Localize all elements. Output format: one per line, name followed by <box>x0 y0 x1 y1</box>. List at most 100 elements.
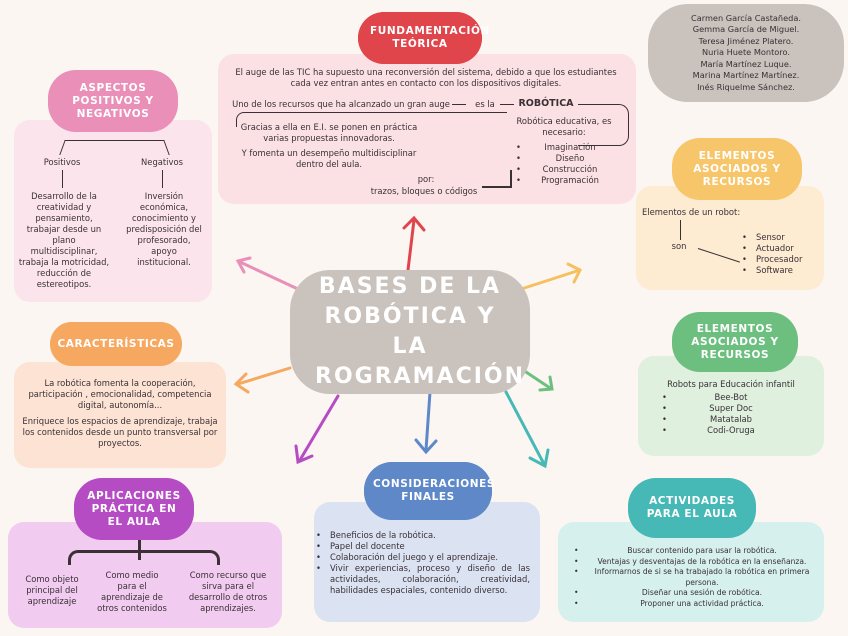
arrowhead-actividades <box>528 448 550 469</box>
fundamentacion-trazos: trazos, bloques o códigos <box>370 186 478 196</box>
elementos1-title-cloud: ELEMENTOS ASOCIADOS Y RECURSOS <box>672 138 802 200</box>
caracteristicas-title-cloud: CARACTERÍSTICAS <box>50 322 182 366</box>
arrowhead-caracteristicas <box>233 372 250 394</box>
fundamentacion-fomenta: Y fomenta un desempeño multidisciplinar … <box>241 148 417 169</box>
list-item: Colaboración del juego y el aprendizaje. <box>316 552 530 563</box>
consideraciones-title: CONSIDERACIONES FINALES <box>373 478 496 503</box>
center-title: BASES DE LA ROBÓTICA Y LA ROGRAMACIÓN <box>315 274 526 389</box>
line-programacion <box>510 170 512 188</box>
aplicaciones-col2: Como medio para el aprendizaje de otros … <box>97 570 167 613</box>
author-name: Carmen García Castañeda. <box>691 12 801 23</box>
aspectos-title: ASPECTOS POSITIVOS Y NEGATIVOS <box>72 81 154 120</box>
aspectos-pos-line <box>62 170 63 188</box>
list-item: Codi-Oruga <box>662 425 786 436</box>
author-name: Marina Martínez Martínez. <box>692 70 800 81</box>
fundamentacion-line1: Uno de los recursos que ha alcanzado un … <box>232 99 450 109</box>
aspectos-neg-text: Inversión económica, conocimiento y pred… <box>126 191 202 267</box>
list-item: Sensor <box>742 232 822 243</box>
aspectos-neg-label: Negativos <box>141 157 183 167</box>
list-item: Diseño <box>516 153 610 164</box>
arrow-caracteristicas <box>236 366 292 386</box>
author-name: Nuria Huete Montoro. <box>702 47 790 58</box>
list-item: Procesador <box>742 254 822 265</box>
author-name: Teresa Jiménez Platero. <box>698 35 794 46</box>
list-item: Programación <box>516 175 610 186</box>
arrowhead-aplicaciones <box>294 444 314 465</box>
elementos2-list: Bee-Bot Super Doc Matatalab Codi-Oruga <box>662 392 786 436</box>
list-item: Imaginación <box>516 142 610 153</box>
list-item: Bee-Bot <box>662 392 786 403</box>
actividades-list: Buscar contenido para usar la robótica. … <box>574 546 816 610</box>
arrowhead-elementos2 <box>538 375 554 392</box>
arrowhead-fundamentacion <box>402 215 426 232</box>
center-title-cloud: BASES DE LA ROBÓTICA Y LA ROGRAMACIÓN <box>290 270 530 394</box>
aspectos-branch-right <box>111 140 170 155</box>
elementos1-son: son <box>671 241 687 251</box>
fundamentacion-es-la: es la <box>475 99 495 109</box>
arrow-aspectos <box>238 260 302 292</box>
line-to-robotica <box>500 104 514 105</box>
authors-cloud: Carmen García Castañeda. Gemma García de… <box>648 4 844 102</box>
aplicaciones-brace <box>68 550 220 565</box>
arrowhead-consideraciones <box>414 438 438 455</box>
authors-list: Carmen García Castañeda. Gemma García de… <box>691 13 801 94</box>
aspectos-pos-label: Positivos <box>43 157 81 167</box>
actividades-title: ACTIVIDADES PARA EL AULA <box>646 495 738 520</box>
consideraciones-title-cloud: CONSIDERACIONES FINALES <box>364 462 496 520</box>
caracteristicas-panel <box>14 362 226 468</box>
list-item: Informarnos de si se ha trabajado la rob… <box>574 567 816 588</box>
author-name: María Martínez Luque. <box>700 58 792 69</box>
elementos2-title-cloud: ELEMENTOS ASOCIADOS Y RECURSOS <box>672 312 798 372</box>
arrow-aplicaciones <box>298 394 340 462</box>
aplicaciones-col3: Como recurso que sirva para el desarroll… <box>188 570 268 613</box>
list-item: Super Doc <box>662 403 786 414</box>
aplicaciones-title: APLICACIONES PRÁCTICA EN EL AULA <box>87 489 181 528</box>
author-name: Gemma García de Miguel. <box>692 24 800 35</box>
consideraciones-list: Beneficios de la robótica. Papel del doc… <box>316 530 530 596</box>
robotica-bracket-left <box>236 112 507 127</box>
fundamentacion-intro: El auge de las TIC ha supuesto una recon… <box>235 67 617 88</box>
list-item: Software <box>742 265 822 276</box>
aspectos-branch-left <box>59 140 118 155</box>
aspectos-neg-line <box>162 170 163 188</box>
arrowhead-elementos1 <box>566 262 583 284</box>
list-item: Ventajas y desventajas de la robótica en… <box>574 557 816 568</box>
aplicaciones-title-cloud: APLICACIONES PRÁCTICA EN EL AULA <box>74 478 194 540</box>
list-item: Diseñar una sesión de robótica. <box>574 588 816 599</box>
aspectos-pos-text: Desarrollo de la creatividad y pensamien… <box>18 191 110 289</box>
fundamentacion-list: Imaginación Diseño Construcción Programa… <box>516 142 610 186</box>
fundamentacion-title: FUNDAMENTACIÓN TEÓRICA <box>370 25 490 50</box>
aspectos-title-cloud: ASPECTOS POSITIVOS Y NEGATIVOS <box>48 70 178 132</box>
caracteristicas-p1: La robótica fomenta la cooperación, part… <box>28 378 212 410</box>
list-item: Proponer una actividad práctica. <box>574 599 816 610</box>
elementos2-intro: Robots para Educación infantil <box>667 379 795 389</box>
elementos2-title: ELEMENTOS ASOCIADOS Y RECURSOS <box>691 322 779 361</box>
elementos1-intro: Elementos de un robot: <box>642 207 741 217</box>
elementos1-line-vert <box>680 220 681 240</box>
arrow-consideraciones <box>424 390 432 452</box>
list-item: Vivir experiencias, proceso y diseño de … <box>316 563 530 596</box>
list-item: Buscar contenido para usar la robótica. <box>574 546 816 557</box>
fundamentacion-robotica: ROBÓTICA <box>518 98 574 109</box>
arrow-fundamentacion <box>406 218 416 272</box>
list-item: Beneficios de la robótica. <box>316 530 530 541</box>
aplicaciones-brace-mid <box>138 540 141 560</box>
caracteristicas-p2: Enriquece los espacios de aprendizaje, t… <box>22 416 218 448</box>
caracteristicas-title: CARACTERÍSTICAS <box>57 337 175 350</box>
list-item: Papel del docente <box>316 541 530 552</box>
aplicaciones-col1: Como objeto principal del aprendizaje <box>25 574 79 606</box>
arrow-actividades <box>504 390 546 466</box>
elementos1-title: ELEMENTOS ASOCIADOS Y RECURSOS <box>693 149 781 188</box>
list-item: Construcción <box>516 164 610 175</box>
fundamentacion-por: por: <box>417 174 435 184</box>
list-item: Matatalab <box>662 414 786 425</box>
aspectos-panel <box>14 120 212 302</box>
fundamentacion-title-cloud: FUNDAMENTACIÓN TEÓRICA <box>358 12 490 64</box>
elementos1-list: Sensor Actuador Procesador Software <box>742 232 822 276</box>
actividades-title-cloud: ACTIVIDADES PARA EL AULA <box>628 478 756 538</box>
author-name: Inés Riquelme Sánchez. <box>697 81 795 92</box>
line-to-es-la <box>452 104 466 105</box>
arrowhead-aspectos <box>235 256 252 274</box>
line-to-trazos <box>482 186 510 188</box>
